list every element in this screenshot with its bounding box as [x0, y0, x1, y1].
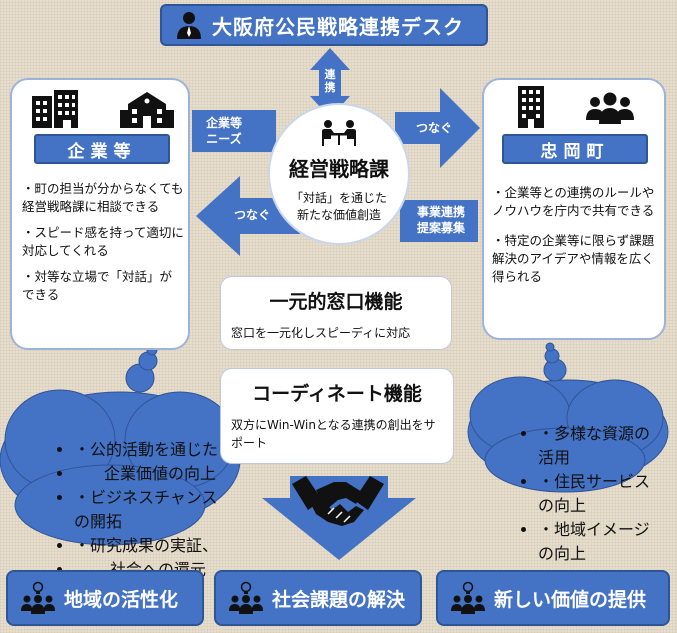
kigyou-label: 企業等 [34, 134, 170, 164]
coordinate-title: コーディネート機能 [252, 383, 422, 405]
group-icon [586, 92, 634, 124]
tsunagu-right-arrow [395, 88, 480, 168]
tadaoka-benefits-list: ・企業等との連携のルールやノウハウを庁内で共有できる ・特定の企業等に限らず課題… [492, 184, 662, 294]
madoguchi-box: 一元的窓口機能 窓口を一元化しスピーディに対応 [220, 276, 452, 350]
right-cloud-list: ・多様な資源の活用 ・住民サービスの向上 ・地域イメージの向上 [498, 420, 658, 564]
list-item: ・多様な資源の活用 [538, 420, 658, 468]
tadaoka-label: 忠岡町 [502, 134, 648, 164]
tsunagu-left-arrow [196, 176, 300, 256]
outcome-kachi: 新しい価値の提供 [436, 570, 670, 626]
teian-label-1: 事業連携 [416, 205, 465, 219]
outcome-chiiki: 地域の活性化 [6, 570, 204, 626]
list-item: ・研究成果の実証、 [74, 532, 224, 556]
list-item: ・地域イメージの向上 [538, 516, 658, 564]
list-item: ・公的活動を通じた [74, 436, 224, 460]
renkei-label: 連携 [324, 68, 336, 94]
kigyou-needs-label-1: 企業等 [205, 116, 242, 130]
outcome-shakai: 社会課題の解決 [214, 570, 422, 626]
center-title: 経営戦略課 [289, 157, 389, 181]
list-item: ・特定の企業等に限らず課題解決のアイデアや情報を広く得られる [492, 233, 655, 284]
kigyou-benefits-list: ・町の担当が分からなくても経営戦略課に相談できる ・スピード感を持って適切に対応… [22, 180, 184, 312]
idea-group-icon [229, 581, 263, 614]
left-cloud-list: ・公的活動を通じた 企業価値の向上 ・ビジネスチャンスの開拓 ・研究成果の実証、… [34, 436, 224, 580]
tsunagu-right-label: つなぐ [415, 121, 452, 135]
kigyou-needs-bar [192, 110, 276, 152]
kigyou-needs-label-2: ニーズ [206, 132, 242, 146]
header-banner: 大阪府公民戦略連携デスク [160, 4, 488, 46]
list-item: ・企業等との連携のルールやノウハウを庁内で共有できる [492, 185, 655, 218]
coordinate-box: コーディネート機能 双方にWin-Winとなる連携の創出をサポート [220, 368, 454, 464]
handshake-icon [292, 476, 384, 526]
list-item: ・スピード感を持って適切に対応してくれる [22, 225, 184, 258]
office-building-icon [32, 90, 78, 128]
idea-group-icon [451, 581, 485, 614]
tower-building-icon [518, 86, 544, 128]
center-line-1: 「対話」を通じた [290, 191, 387, 205]
teian-bar [400, 200, 478, 242]
page-title: 大阪府公民戦略連携デスク [212, 14, 464, 39]
coordinate-desc: 双方にWin-Winとなる連携の創出をサポート [231, 418, 436, 450]
list-item: ・町の担当が分からなくても経営戦略課に相談できる [22, 181, 184, 214]
list-item: ・対等な立場で「対話」ができる [22, 269, 173, 302]
idea-group-icon [21, 581, 55, 614]
madoguchi-desc: 窓口を一元化しスピーディに対応 [231, 326, 411, 340]
tadaoka-panel: 忠岡町 ・企業等との連携のルールやノウハウを庁内で共有できる ・特定の企業等に限… [482, 78, 666, 340]
list-item: ・住民サービスの向上 [538, 468, 658, 516]
center-line-2: 新たな価値創造 [296, 208, 381, 222]
teian-label-2: 提案募集 [416, 221, 465, 235]
keiei-senryaku-circle: 経営戦略課 「対話」を通じた 新たな価値創造 [268, 103, 410, 245]
meeting-icon [322, 120, 356, 146]
list-item: ・ビジネスチャンスの開拓 [74, 484, 224, 532]
right-cloud [467, 342, 669, 493]
school-building-icon [120, 92, 174, 128]
outcome-label: 新しい価値の提供 [494, 588, 647, 611]
person-icon [177, 12, 201, 39]
renkei-arrow [310, 48, 350, 118]
list-item: 企業価値の向上 [74, 460, 224, 484]
kigyou-panel: 企業等 ・町の担当が分からなくても経営戦略課に相談できる ・スピード感を持って適… [10, 78, 190, 350]
outcome-label: 地域の活性化 [64, 588, 179, 611]
madoguchi-title: 一元的窓口機能 [269, 291, 403, 313]
outcome-label: 社会課題の解決 [272, 588, 406, 611]
tsunagu-left-label: つなぐ [233, 208, 270, 222]
